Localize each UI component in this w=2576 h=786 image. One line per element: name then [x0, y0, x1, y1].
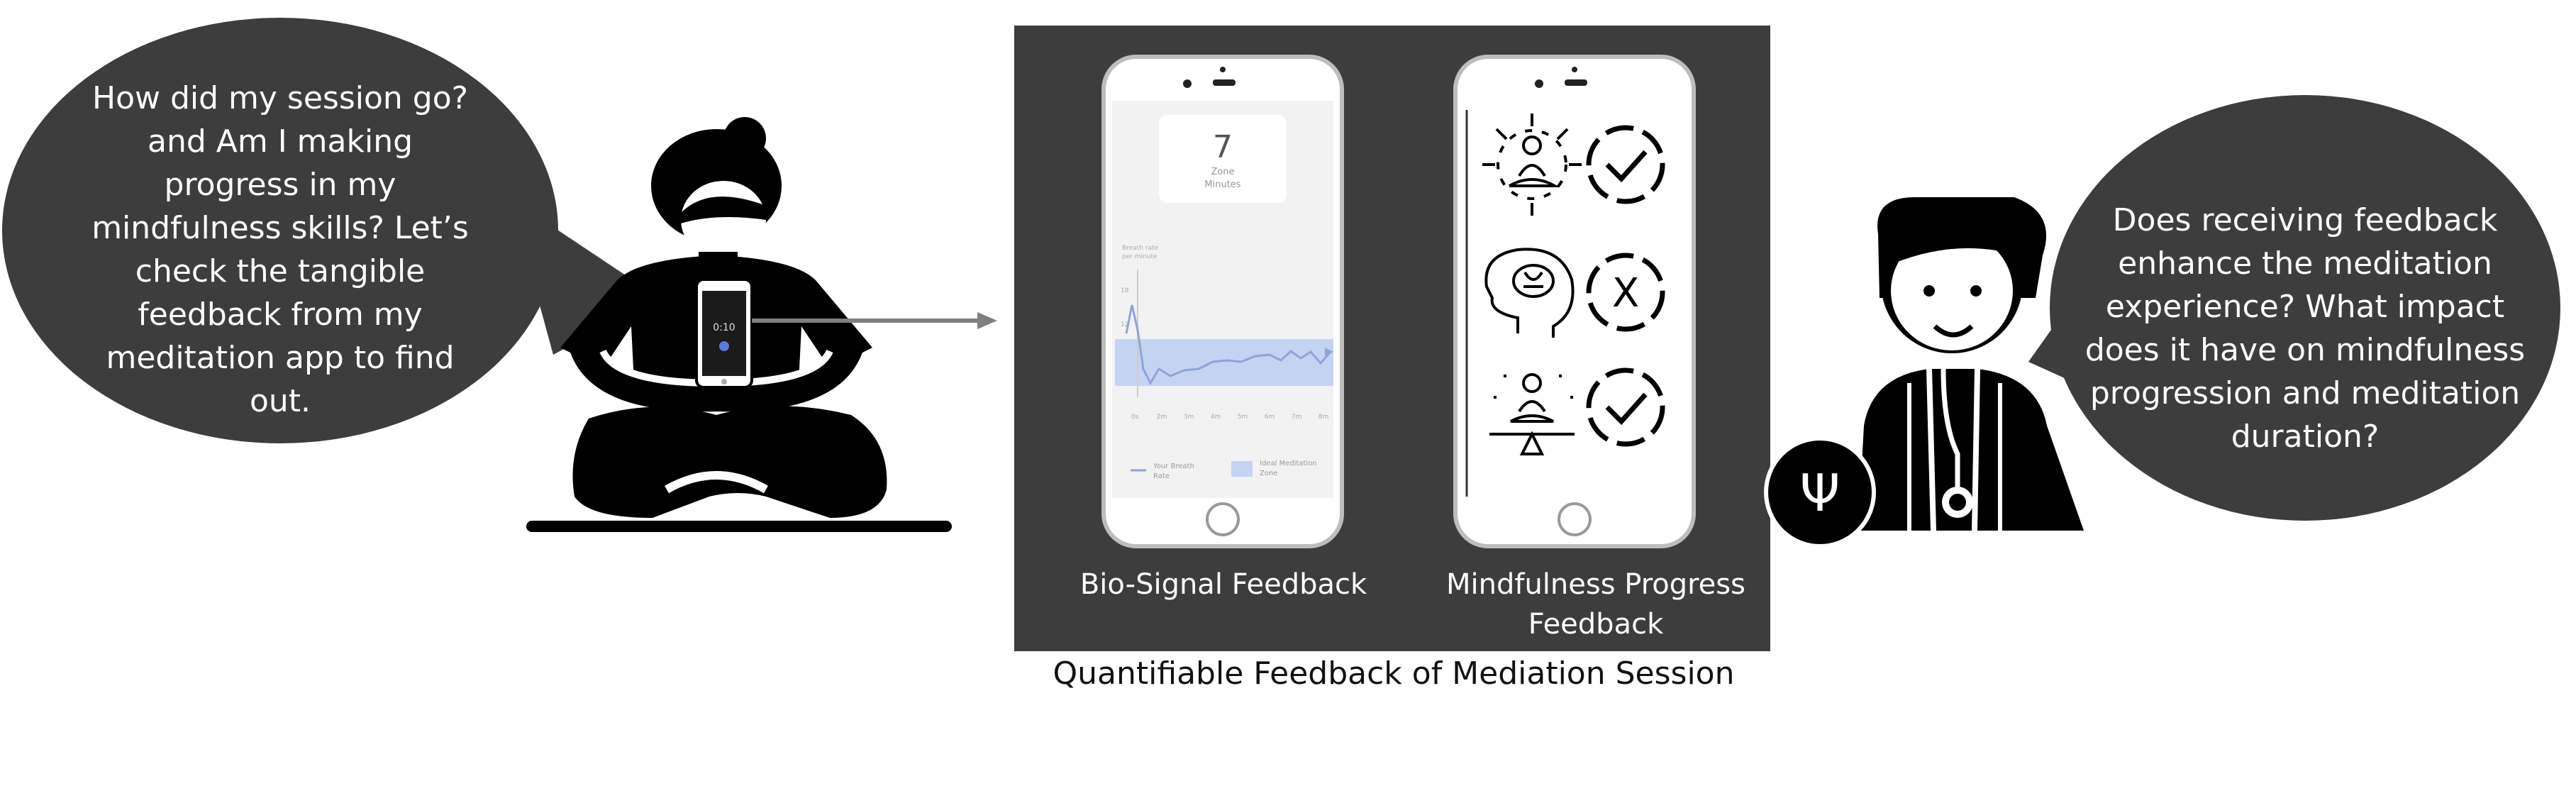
x-tick: 8m [1318, 414, 1329, 421]
status-check-icon [1586, 367, 1665, 447]
left-bubble-line: check the tangible [135, 253, 426, 289]
left-bubble-line: out. [249, 383, 311, 419]
psychologist-figure [1858, 197, 2084, 531]
right-bubble-line: duration? [2231, 419, 2380, 455]
x-tick: 2m [1157, 414, 1167, 421]
left-bubble-text: How did my session go? and Am I making p… [57, 77, 504, 423]
left-bubble-line: progress in my [164, 167, 396, 203]
bio-signal-phone [1101, 55, 1344, 548]
cross-mark: X [1612, 270, 1639, 316]
psi-badge [1764, 436, 1876, 548]
zone-label-1: Zone [1211, 167, 1234, 177]
bio-signal-label: Bio-Signal Feedback [1079, 568, 1367, 601]
axis-label-1: Breath rate [1122, 245, 1159, 252]
right-bubble-line: Does receiving feedback [2112, 202, 2498, 238]
arrow-to-feedback [752, 312, 997, 329]
right-bubble-line: progression and meditation [2089, 375, 2521, 411]
y-tick-18: 18 [1121, 287, 1129, 294]
psi-symbol: Ψ [1800, 463, 1841, 523]
ideal-zone-band [1115, 339, 1333, 386]
legend-zone-label-1: Ideal Meditation [1260, 460, 1317, 467]
small-phone [695, 278, 753, 389]
progress-label: Mindfulness Progress Feedback [1419, 565, 1773, 644]
zone-minutes-value: 7 [1213, 129, 1233, 165]
right-speech-bubble [2028, 95, 2560, 521]
meditating-person-focus-icon [1482, 114, 1582, 216]
y-tick-12: 12 [1121, 321, 1128, 328]
mindfulness-progress-phone: X [1453, 55, 1696, 548]
legend-line-label-1: Your Breath [1153, 463, 1194, 470]
x-tick: 7m [1292, 414, 1302, 421]
right-bubble-line: enhance the meditation [2118, 245, 2492, 282]
small-phone-timer: 0:10 [713, 322, 735, 333]
right-bubble-text: Does receiving feedback enhance the medi… [2071, 199, 2539, 458]
legend-zone-label-2: Zone [1260, 470, 1277, 477]
x-tick: 0s [1131, 414, 1139, 421]
breath-rate-line [1125, 304, 1332, 386]
x-tick: 3m [1184, 414, 1194, 421]
right-bubble-line: experience? What impact [2105, 289, 2505, 325]
axis-label-2: per minute [1122, 253, 1157, 260]
status-cross-icon [1586, 253, 1665, 332]
legend-zone-swatch [1231, 461, 1253, 477]
legend-line-label-2: Rate [1153, 472, 1170, 480]
brain-head-icon [1484, 248, 1575, 338]
balance-meditation-icon [1489, 373, 1575, 455]
right-bubble-line: does it have on mindfulness [2084, 332, 2526, 368]
x-tick: 6m [1265, 414, 1275, 421]
left-bubble-line: mindfulness skills? Let’s [91, 210, 469, 246]
zone-label-2: Minutes [1204, 179, 1240, 190]
left-bubble-line: feedback from my [138, 297, 423, 333]
diagram-caption: Quantifiable Feedback of Mediation Sessi… [1053, 655, 1735, 692]
progress-label-line-1: Mindfulness Progress [1446, 568, 1745, 601]
progress-label-line-2: Feedback [1528, 608, 1664, 641]
x-tick: 5m [1238, 414, 1248, 421]
x-tick: 4m [1211, 414, 1221, 421]
status-check-icon [1586, 125, 1665, 204]
left-bubble-line: How did my session go? [92, 80, 468, 116]
left-bubble-line: meditation app to find [106, 340, 455, 376]
left-bubble-line: and Am I making [147, 123, 413, 160]
